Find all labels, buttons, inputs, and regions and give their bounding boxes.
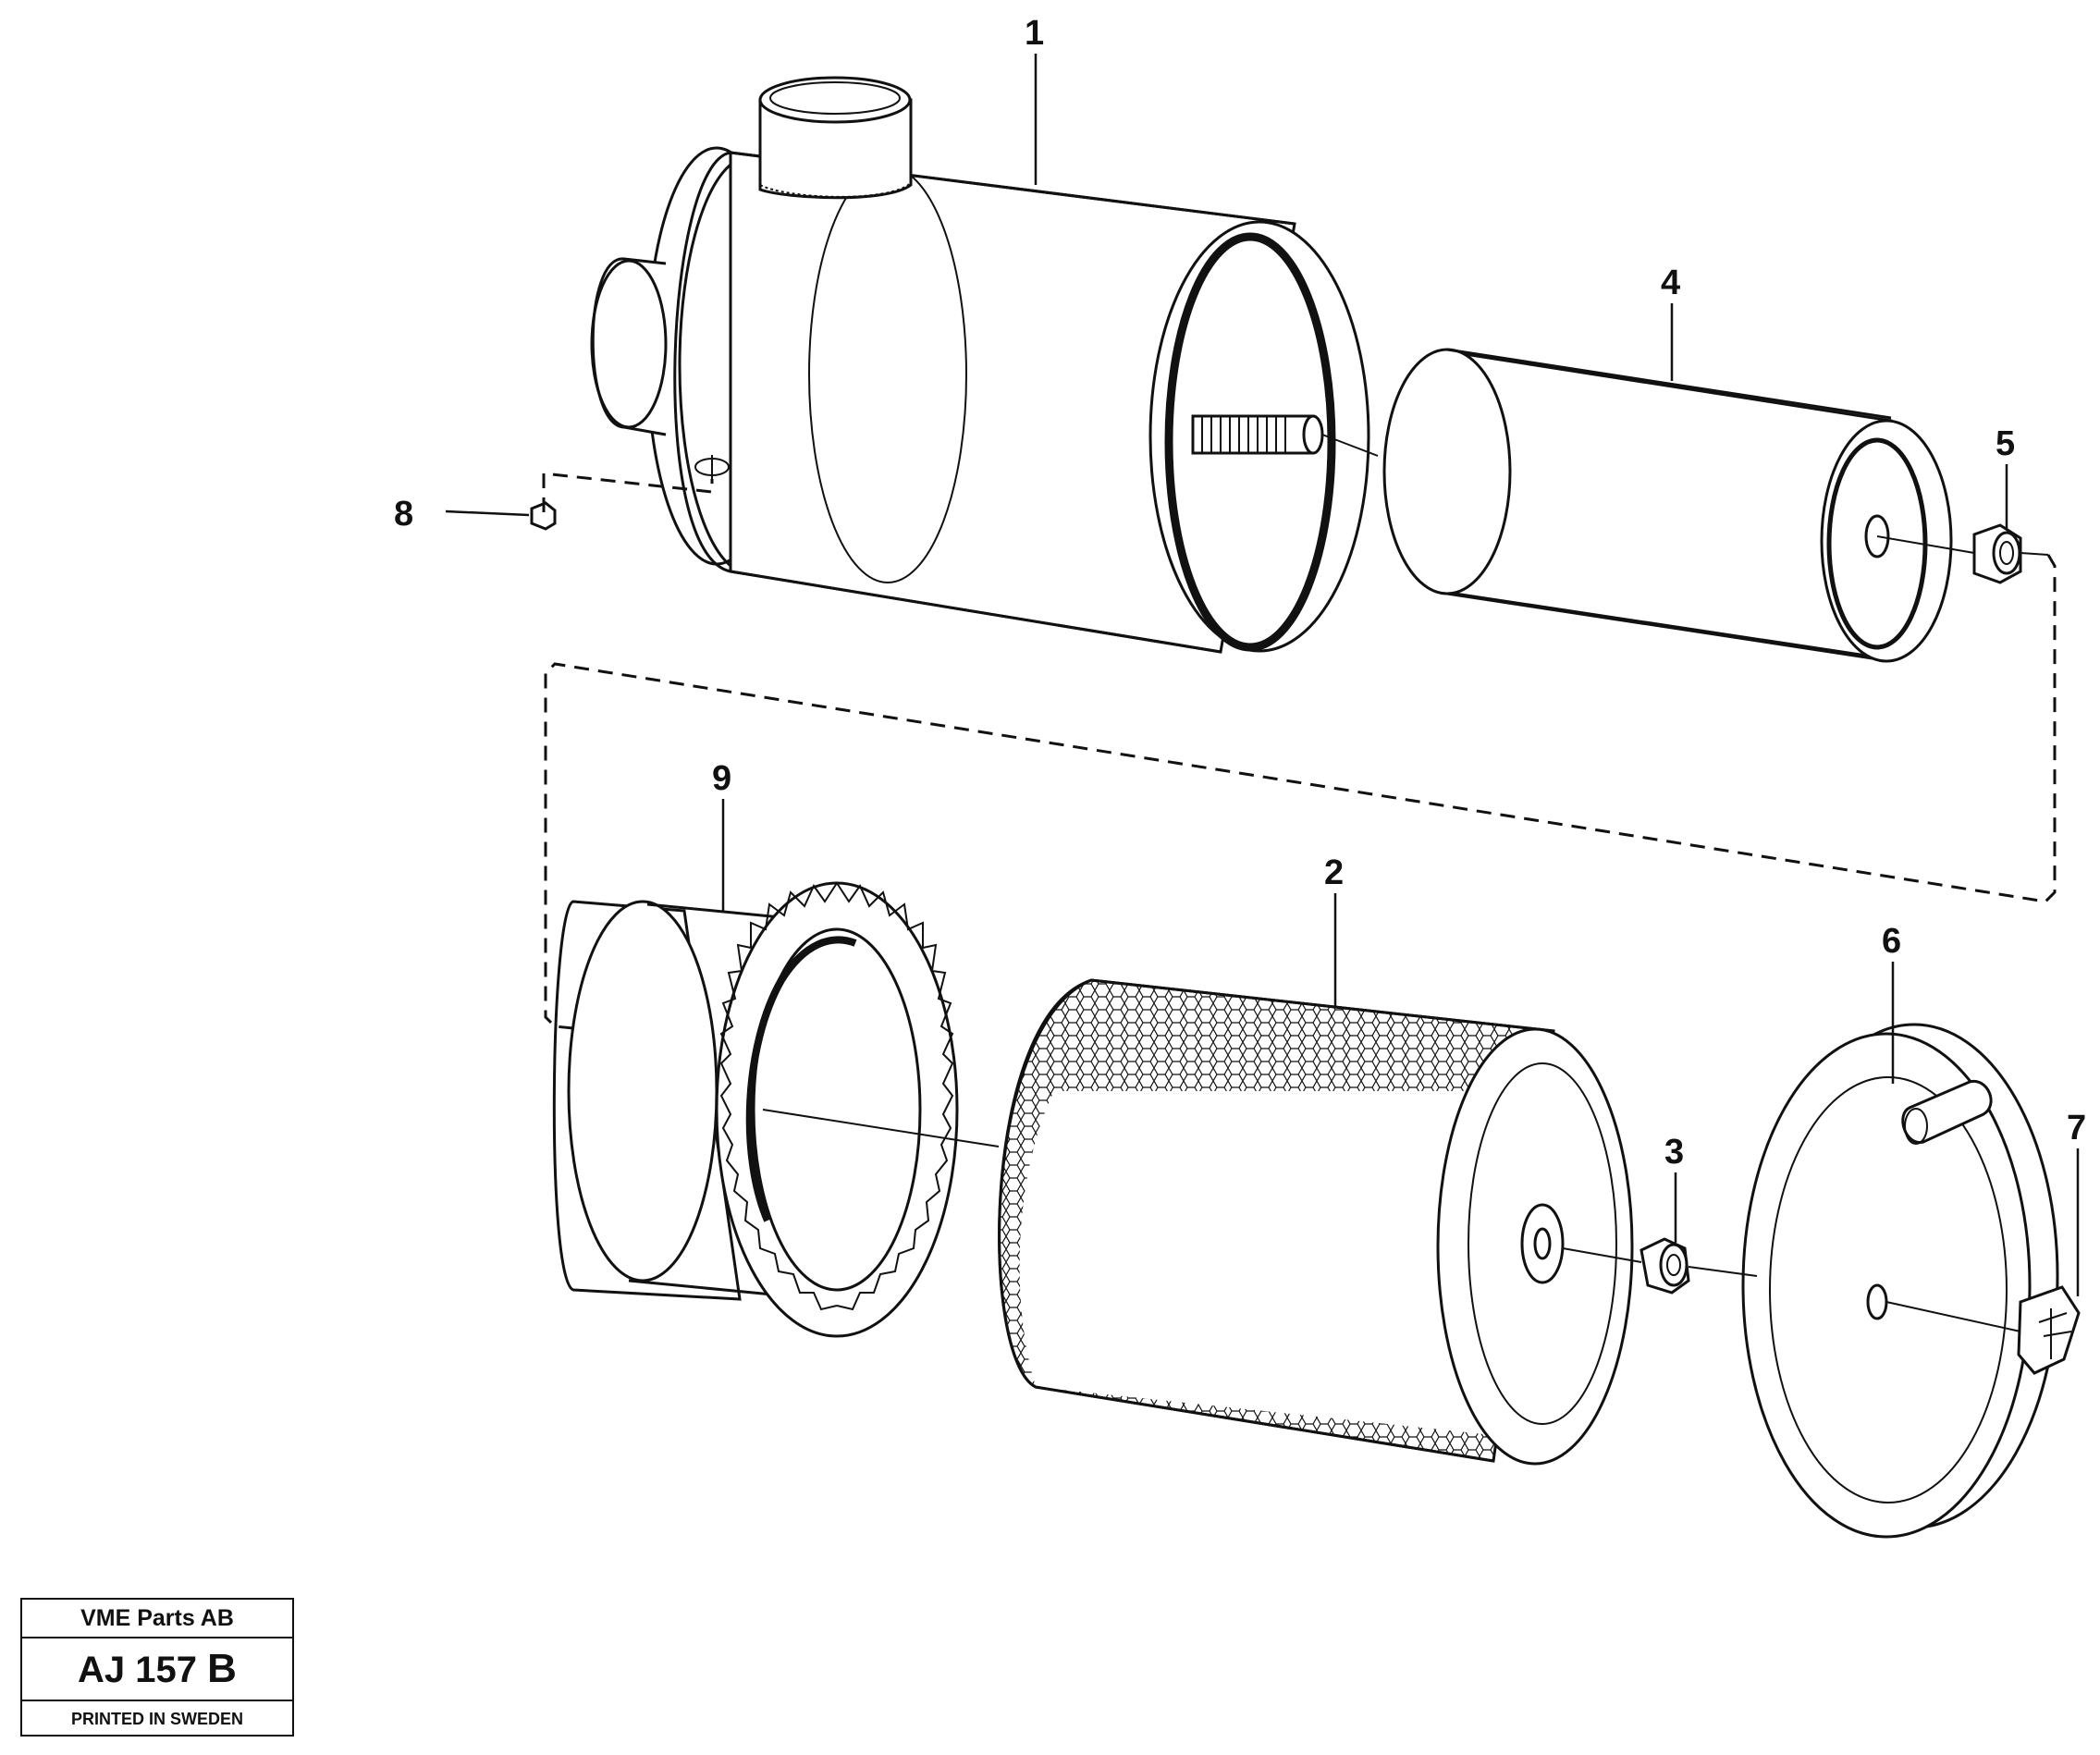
pre-cleaner-part-9 bbox=[552, 881, 959, 1338]
nut-part-3 bbox=[1639, 1237, 1690, 1295]
callout-2: 2 bbox=[1324, 853, 1344, 892]
callout-8: 8 bbox=[394, 495, 413, 534]
callout-9: 9 bbox=[712, 759, 731, 798]
callout-4: 4 bbox=[1661, 264, 1680, 302]
callout-6: 6 bbox=[1882, 922, 1901, 961]
wing-nut-part-7 bbox=[2017, 1285, 2081, 1375]
screw-part-8 bbox=[530, 501, 557, 531]
nut-part-5 bbox=[1972, 523, 2022, 584]
housing-part-1 bbox=[590, 76, 1370, 654]
drawing-revision: B bbox=[207, 1646, 237, 1691]
callout-leaders bbox=[445, 54, 2080, 1296]
title-block: VME Parts AB AJ 157 B PRINTED IN SWEDEN bbox=[20, 1598, 294, 1737]
callout-labels: 1 4 5 8 9 2 6 3 7 bbox=[394, 14, 2086, 1172]
drawing-code-row: AJ 157 B bbox=[22, 1638, 292, 1701]
cover-part-6 bbox=[1741, 1023, 2059, 1539]
callout-5: 5 bbox=[1996, 424, 2015, 463]
callout-7: 7 bbox=[2067, 1109, 2086, 1148]
safety-filter-part-4 bbox=[1382, 348, 1953, 663]
company-name: VME Parts AB bbox=[22, 1600, 292, 1638]
drawing-code: AJ 157 bbox=[78, 1650, 198, 1690]
main-filter-part-2 bbox=[998, 978, 1634, 1466]
printed-note: PRINTED IN SWEDEN bbox=[70, 1710, 243, 1728]
callout-1: 1 bbox=[1025, 14, 1044, 53]
callout-3: 3 bbox=[1664, 1133, 1684, 1172]
assembly-axis-lines bbox=[762, 434, 2049, 1332]
dashed-assembly-path bbox=[542, 472, 2057, 1030]
